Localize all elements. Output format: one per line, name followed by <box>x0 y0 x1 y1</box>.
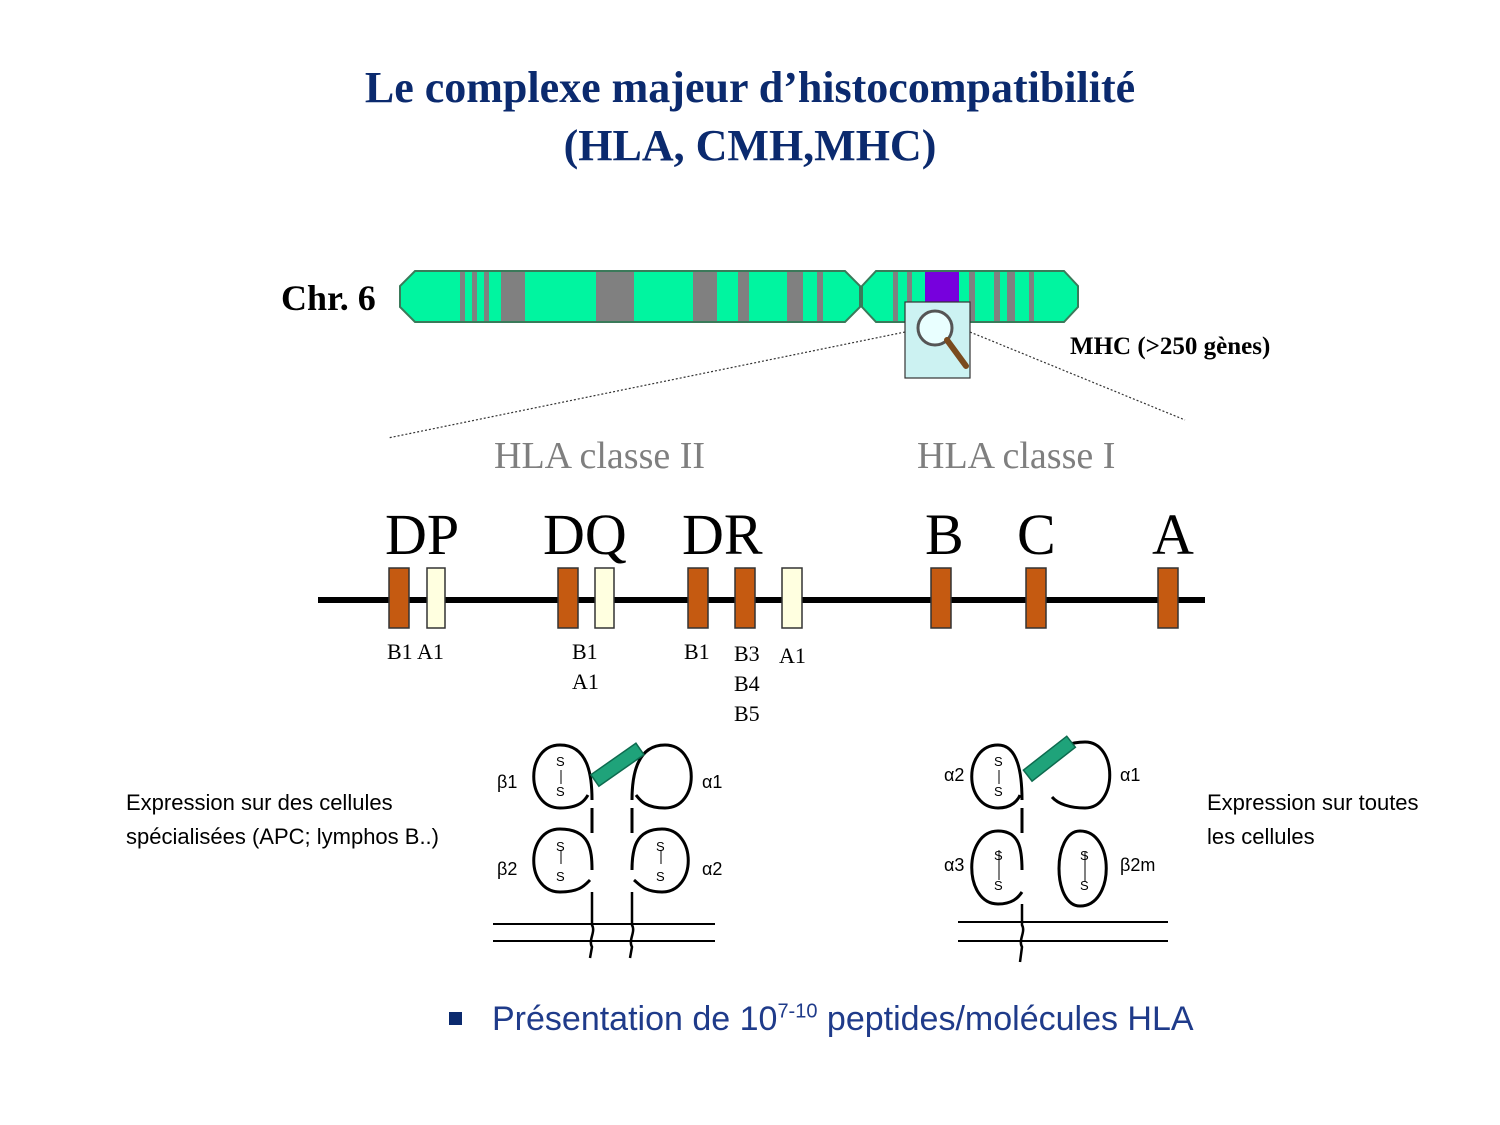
expression-class1-line2: les cellules <box>1207 824 1315 849</box>
allele-dr-a1: A1 <box>779 643 806 668</box>
disulfide-s: S <box>994 784 1003 799</box>
hla-class1-label: HLA classe I <box>917 435 1116 477</box>
expression-class2-line2: spécialisées (APC; lymphos B..) <box>126 824 439 849</box>
zoom-line-left <box>387 331 906 439</box>
locus-b: B <box>925 502 964 567</box>
allele-dq-b1: B1 <box>572 639 598 664</box>
bullet-suffix: peptides/molécules HLA <box>817 1000 1194 1038</box>
domain-alpha2-label: α2 <box>702 859 723 879</box>
allele-dq-a1: A1 <box>572 669 599 694</box>
class1-molecule <box>958 735 1168 963</box>
slide-title-line1: Le complexe majeur d’histocompatibilité <box>364 63 1136 112</box>
gene-dqb1 <box>557 567 579 629</box>
domain-beta2m-label: β2m <box>1120 855 1156 875</box>
bullet-square-icon <box>449 1011 462 1025</box>
domain-alpha3-label: α3 <box>944 855 965 875</box>
bullet-exponent: 7-10 <box>777 1000 818 1023</box>
class2-molecule <box>493 742 715 959</box>
locus-a: A <box>1152 502 1194 567</box>
domain-alpha1-label: α1 <box>702 772 723 792</box>
expression-class2: Expression sur des cellules spécialisées… <box>126 786 439 854</box>
disulfide-s: S <box>556 784 565 799</box>
chromosome-bands <box>460 272 1034 321</box>
domain-beta2-label: β2 <box>497 859 518 879</box>
disulfide-s: S <box>994 848 1003 863</box>
gene-drb345 <box>734 567 756 629</box>
locus-dp: DP <box>385 502 460 567</box>
hla-class2-label: HLA classe II <box>494 435 706 477</box>
mhc-label: MHC (>250 gènes) <box>1070 333 1271 360</box>
domain-beta1-label: β1 <box>497 772 518 792</box>
locus-dr: DR <box>682 502 763 567</box>
disulfide-s: S <box>656 869 665 884</box>
chromosome-6 <box>399 270 1079 323</box>
gene-drb1 <box>687 567 709 629</box>
domain-alpha1-label: α1 <box>1120 765 1141 785</box>
gene-dpa1 <box>426 567 446 629</box>
gene-dra1 <box>781 567 803 629</box>
disulfide-s: S <box>656 839 665 854</box>
expression-class1-line1: Expression sur toutes <box>1207 790 1419 815</box>
disulfide-s: S <box>994 878 1003 893</box>
disulfide-s: S <box>1080 848 1089 863</box>
disulfide-s: S <box>556 839 565 854</box>
magnifier-icon <box>904 301 971 379</box>
locus-dq: DQ <box>543 502 627 567</box>
allele-dr-b4: B4 <box>734 671 760 696</box>
slide-title-line2: (HLA, CMH,MHC) <box>563 121 937 170</box>
expression-class1: Expression sur toutes les cellules <box>1207 786 1419 854</box>
gene-dqa1 <box>594 567 615 629</box>
allele-dp: B1 A1 <box>387 639 444 664</box>
zoom-line-right <box>969 331 1186 421</box>
allele-dr-b1: B1 <box>684 639 710 664</box>
disulfide-s: S <box>1080 878 1089 893</box>
gene-b <box>930 567 952 629</box>
gene-boxes <box>388 567 1179 629</box>
gene-a <box>1157 567 1179 629</box>
disulfide-s: S <box>556 754 565 769</box>
bullet-presentation: Présentation de 107-10 peptides/molécule… <box>449 1000 1194 1039</box>
gene-c <box>1025 567 1047 629</box>
domain-alpha2-label: α2 <box>944 765 965 785</box>
locus-c: C <box>1017 502 1056 567</box>
allele-dr-b5: B5 <box>734 701 760 726</box>
bullet-prefix: Présentation de 10 <box>492 1000 778 1038</box>
disulfide-s: S <box>556 869 565 884</box>
disulfide-s: S <box>994 754 1003 769</box>
mhc-band <box>925 272 959 302</box>
expression-class2-line1: Expression sur des cellules <box>126 790 393 815</box>
chromosome-label: Chr. 6 <box>281 278 376 318</box>
allele-dr-b3: B3 <box>734 641 760 666</box>
gene-dpb1 <box>388 567 410 629</box>
